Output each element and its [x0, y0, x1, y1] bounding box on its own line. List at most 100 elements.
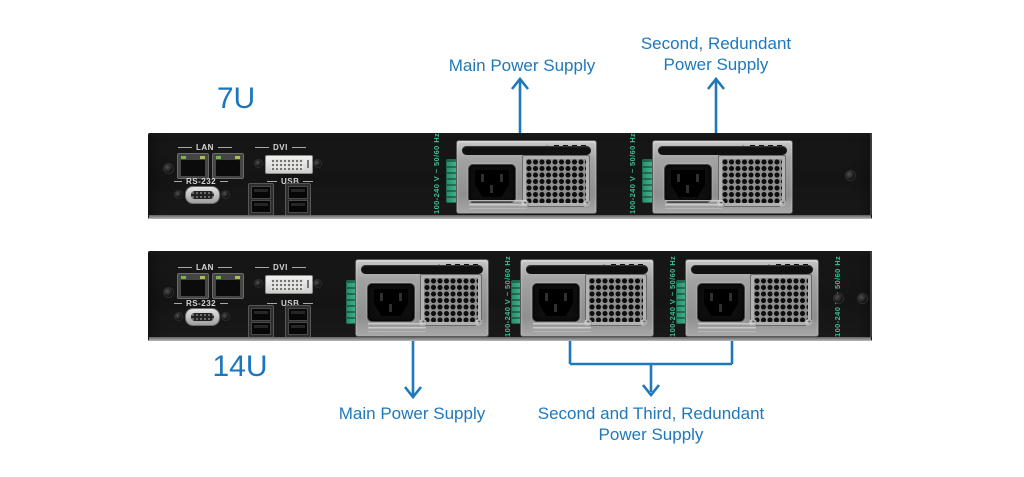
psu-rating-sticker — [698, 323, 756, 332]
psu-power-inlet — [468, 164, 516, 203]
led-indicator — [181, 156, 186, 159]
arrow-up-icon — [706, 76, 726, 133]
screw-icon — [314, 160, 321, 167]
psu-handle — [658, 146, 787, 155]
psu-power-inlet — [664, 164, 712, 203]
screw-icon — [858, 294, 867, 303]
annotation-main-power-supply-top: Main Power Supply — [448, 56, 596, 75]
label-dash — [217, 267, 232, 268]
port-label-text: RS-232 — [186, 177, 217, 186]
psu-rating-sticker — [368, 323, 426, 332]
label-dash — [220, 181, 229, 182]
dvi-port — [265, 155, 313, 174]
usb-socket — [251, 308, 271, 321]
annotation-redundant-power-supply-bottom: Second and Third, Redundant Power Supply — [531, 403, 771, 445]
led-indicator — [200, 156, 205, 159]
label-dash — [178, 147, 192, 148]
label-dash — [174, 303, 182, 304]
psu-faceplate: + + — [355, 259, 489, 337]
screw-icon — [222, 313, 229, 320]
connector-panel: LAN RS-232 — [148, 263, 478, 338]
psu-handle — [691, 265, 813, 274]
annotation-main-power-supply-bottom: Main Power Supply — [338, 404, 486, 423]
psu-fan-grille: + + — [419, 274, 483, 327]
psu-rating-sticker — [665, 200, 723, 209]
usb-socket — [288, 186, 308, 199]
device-chassis-14u: LAN RS-232 — [148, 251, 872, 341]
label-dash — [255, 147, 269, 148]
chassis-edge — [870, 133, 872, 215]
bracket-connector-arrow — [568, 341, 734, 398]
usb-socket — [288, 200, 308, 213]
screw-icon — [834, 294, 843, 303]
db9-socket — [191, 313, 214, 321]
screw-icon — [175, 313, 182, 320]
label-dash — [178, 267, 192, 268]
psu-handle — [361, 265, 483, 274]
screw-icon: + — [640, 319, 648, 327]
annotation-line: Second, Redundant — [640, 34, 792, 53]
usb-socket — [288, 308, 308, 321]
screw-icon — [164, 288, 173, 297]
dvi-blade — [307, 280, 309, 288]
psu-handle — [526, 265, 648, 274]
label-dash — [291, 267, 306, 268]
label-dash — [267, 303, 277, 304]
screw-icon — [846, 171, 855, 180]
label-dash — [255, 267, 269, 268]
power-supply-module-1: 100-240 V ~ 50/60 Hz + + — [431, 132, 597, 214]
psu-rating-sticker — [533, 323, 591, 332]
port-label-text: USB — [281, 177, 300, 186]
usb-port-block-1 — [248, 305, 274, 338]
psu-power-inlet — [367, 283, 415, 322]
led-indicator — [200, 276, 205, 279]
port-label-text: DVI — [273, 263, 288, 272]
dvi-port — [265, 275, 313, 294]
rack-size-label-7u: 7U — [216, 82, 256, 115]
rs232-port — [185, 186, 220, 204]
screw-icon: + — [475, 319, 483, 327]
usb-port-block-2 — [285, 183, 311, 216]
rs232-port — [185, 308, 220, 326]
psu-power-inlet — [532, 283, 580, 322]
psu-fan-grille: + + — [749, 274, 813, 327]
psu-faceplate: + + — [685, 259, 819, 337]
screw-icon — [314, 280, 321, 287]
lan-port-2 — [212, 153, 244, 179]
port-label-text: LAN — [196, 143, 214, 152]
device-chassis-7u: LAN RS-232 — [148, 133, 872, 219]
psu-fan-grille: + + — [521, 155, 591, 208]
power-supply-module-2: + + 100-240 V ~ 50/60 Hz — [511, 256, 677, 337]
psu-voltage-label: 100-240 V ~ 50/60 Hz — [432, 132, 441, 214]
chassis-bottom-lip — [149, 215, 871, 219]
label-dash — [291, 147, 306, 148]
dvi-blade — [307, 160, 309, 168]
usb-port-label: USB — [267, 177, 314, 186]
led-indicator — [181, 276, 186, 279]
chassis-edge — [870, 251, 872, 337]
psu-power-inlet — [697, 283, 745, 322]
rs232-port-label: RS-232 — [174, 177, 229, 186]
screw-icon — [222, 191, 229, 198]
usb-port-block-2 — [285, 305, 311, 338]
power-supply-module-1: + + 100-240 V ~ 50/60 Hz — [346, 256, 512, 337]
usb-socket — [288, 322, 308, 335]
screw-icon — [255, 160, 262, 167]
led-indicator — [216, 156, 221, 159]
db9-socket — [191, 191, 214, 199]
usb-socket — [251, 200, 271, 213]
usb-port-label: USB — [267, 299, 314, 308]
power-supply-module-2: 100-240 V ~ 50/60 Hz + + — [627, 133, 793, 214]
screw-icon — [255, 280, 262, 287]
usb-socket — [251, 186, 271, 199]
psu-faceplate: + + — [652, 140, 793, 214]
rj45-socket — [181, 280, 205, 296]
screw-icon — [164, 164, 173, 173]
power-supply-module-3: + + 100-240 V ~ 50/60 Hz — [676, 256, 842, 337]
screw-icon: + — [779, 200, 787, 208]
annotation-line: Power Supply — [598, 425, 704, 444]
annotation-redundant-power-supply-top: Second, Redundant Power Supply — [616, 33, 816, 75]
label-dash — [267, 181, 277, 182]
port-label-text: LAN — [196, 263, 214, 272]
